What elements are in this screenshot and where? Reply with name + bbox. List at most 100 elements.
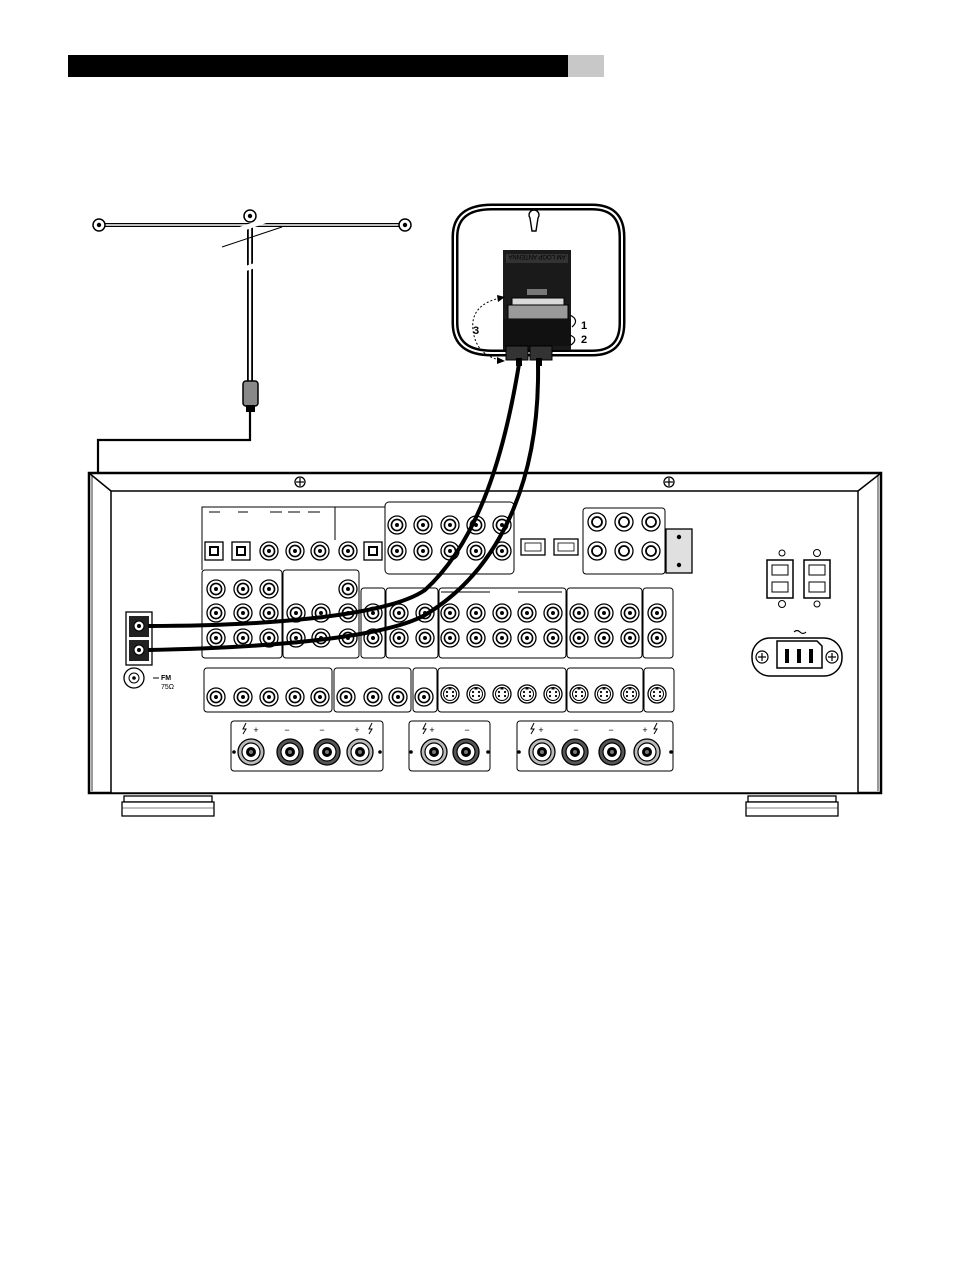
rca-e-r3-3[interactable] xyxy=(492,628,512,648)
rca-a-r1-1[interactable] xyxy=(206,579,226,599)
rca-bottom-5[interactable] xyxy=(310,687,330,707)
trigger-jack-1[interactable] xyxy=(587,512,607,532)
rca-f-r2-1[interactable] xyxy=(569,603,589,623)
header-tab xyxy=(568,55,604,77)
trigger-jack-2[interactable] xyxy=(614,512,634,532)
svideo-jack-2[interactable] xyxy=(466,684,486,704)
rca-f-r2-2[interactable] xyxy=(594,603,614,623)
rca-top-row1-1[interactable] xyxy=(387,515,407,535)
trigger-jack-3[interactable] xyxy=(641,512,661,532)
speaker-post-10[interactable] xyxy=(633,738,661,766)
svideo-jack-6[interactable] xyxy=(569,684,589,704)
svideo-jack-1[interactable] xyxy=(440,684,460,704)
rca-bottom-2[interactable] xyxy=(233,687,253,707)
loop-terminal-left xyxy=(505,345,529,361)
rca-g-r2[interactable] xyxy=(647,603,667,623)
fm-impedance-label: 75Ω xyxy=(161,684,174,691)
rca-b-r1-3[interactable] xyxy=(338,579,358,599)
rca-d-r3-2[interactable] xyxy=(415,628,435,648)
rca-f-r3-1[interactable] xyxy=(569,628,589,648)
rca-bottom-7[interactable] xyxy=(363,687,383,707)
step-3-label: 3 xyxy=(473,325,479,337)
svideo-jack-8[interactable] xyxy=(620,684,640,704)
rca-bottom-3[interactable] xyxy=(259,687,279,707)
rca-top-row2-2[interactable] xyxy=(413,541,433,561)
polarity-mark: + xyxy=(429,725,434,735)
hazard-icon xyxy=(242,722,247,735)
coax-jack-1[interactable] xyxy=(259,541,279,561)
coax-jack-2[interactable] xyxy=(285,541,305,561)
rca-e-r3-2[interactable] xyxy=(466,628,486,648)
embossed-text: AM LOOP ANTENNA xyxy=(508,253,565,259)
rca-e-r2-3[interactable] xyxy=(492,603,512,623)
step-1-label: 1 xyxy=(581,320,587,332)
polarity-mark: + xyxy=(253,725,258,735)
rca-a-r2-3[interactable] xyxy=(259,603,279,623)
rca-f-r2-3[interactable] xyxy=(620,603,640,623)
rca-a-r3-1[interactable] xyxy=(206,628,226,648)
optical-jack-3[interactable] xyxy=(363,541,383,561)
coax-jack-4[interactable] xyxy=(338,541,358,561)
ac-power-inlet[interactable] xyxy=(751,629,843,677)
fm-dipole-antenna xyxy=(92,209,412,412)
speaker-post-9[interactable] xyxy=(598,738,626,766)
rca-e-r2-2[interactable] xyxy=(466,603,486,623)
rca-d-r3-1[interactable] xyxy=(389,628,409,648)
svideo-jack-7[interactable] xyxy=(594,684,614,704)
rca-a-r1-3[interactable] xyxy=(259,579,279,599)
svideo-jack-3[interactable] xyxy=(492,684,512,704)
optical-jack-2[interactable] xyxy=(231,541,251,561)
rca-bottom-8[interactable] xyxy=(388,687,408,707)
rca-f-r3-3[interactable] xyxy=(620,628,640,648)
speaker-post-4[interactable] xyxy=(346,738,374,766)
rca-bottom-1[interactable] xyxy=(206,687,226,707)
polarity-mark: + xyxy=(354,725,359,735)
rca-bottom-4[interactable] xyxy=(285,687,305,707)
trigger-jack-4[interactable] xyxy=(587,541,607,561)
svideo-jack-4[interactable] xyxy=(517,684,537,704)
trigger-jack-6[interactable] xyxy=(641,541,661,561)
rca-e-r3-5[interactable] xyxy=(543,628,563,648)
speaker-post-5[interactable] xyxy=(420,738,448,766)
rca-e-r2-5[interactable] xyxy=(543,603,563,623)
speaker-post-7[interactable] xyxy=(528,738,556,766)
rca-top-row1-2[interactable] xyxy=(413,515,433,535)
network-ports xyxy=(520,538,579,556)
rca-top-row2-4[interactable] xyxy=(466,541,486,561)
trigger-jack-5[interactable] xyxy=(614,541,634,561)
optical-jack-1[interactable] xyxy=(204,541,224,561)
rca-bottom-9[interactable] xyxy=(414,687,434,707)
speaker-post-6[interactable] xyxy=(452,738,480,766)
polarity-mark: − xyxy=(608,725,613,735)
mount-hole-icon xyxy=(528,209,540,232)
coax-jack-3[interactable] xyxy=(310,541,330,561)
rca-g-r3[interactable] xyxy=(647,628,667,648)
rca-b-r2-1[interactable] xyxy=(286,603,306,623)
speaker-post-8[interactable] xyxy=(561,738,589,766)
speaker-post-3[interactable] xyxy=(313,738,341,766)
rca-e-r3-4[interactable] xyxy=(517,628,537,648)
rca-a-r3-2[interactable] xyxy=(233,628,253,648)
speaker-post-1[interactable] xyxy=(237,738,265,766)
rca-a-r2-2[interactable] xyxy=(233,603,253,623)
rca-e-r2-1[interactable] xyxy=(440,603,460,623)
jack-group-outlines xyxy=(201,501,675,772)
speaker-post-2[interactable] xyxy=(276,738,304,766)
rca-bottom-6[interactable] xyxy=(336,687,356,707)
rca-top-row1-3[interactable] xyxy=(440,515,460,535)
video-jacks-bottom xyxy=(206,684,667,707)
ac-tilde-icon xyxy=(793,629,807,635)
rca-top-row2-1[interactable] xyxy=(387,541,407,561)
svideo-jack-5[interactable] xyxy=(543,684,563,704)
rca-top-row2-5[interactable] xyxy=(492,541,512,561)
rca-d-r2-1[interactable] xyxy=(389,603,409,623)
rca-e-r3-1[interactable] xyxy=(440,628,460,648)
fm-cable-plug xyxy=(242,380,259,407)
rca-a-r2-1[interactable] xyxy=(206,603,226,623)
rca-f-r3-2[interactable] xyxy=(594,628,614,648)
rca-e-r2-4[interactable] xyxy=(517,603,537,623)
rca-a-r1-2[interactable] xyxy=(233,579,253,599)
fm-antenna-jack[interactable] xyxy=(123,667,145,689)
foot-left xyxy=(121,795,215,817)
svideo-jack-9[interactable] xyxy=(647,684,667,704)
